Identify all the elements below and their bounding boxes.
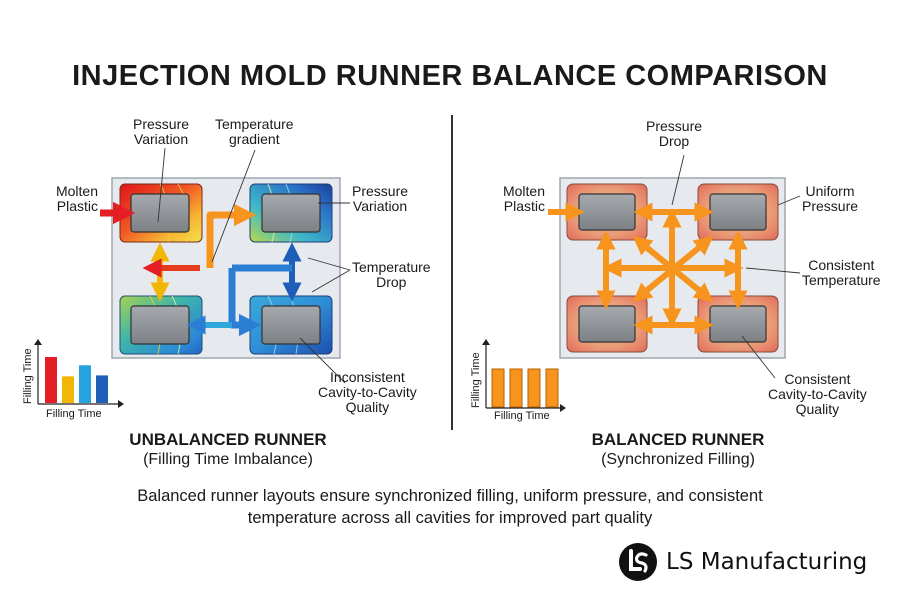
label-pressure-drop: Pressure Drop xyxy=(646,118,703,149)
caption: Balanced runner layouts ensure synchroni… xyxy=(137,487,763,527)
part-core-bottom-right xyxy=(261,305,321,345)
balanced-chart-y-arrowhead xyxy=(482,339,490,345)
balanced-bar-1 xyxy=(491,368,505,408)
unbalanced-filling-chart xyxy=(34,339,124,408)
balanced-subheading: (Synchronized Filling) xyxy=(601,451,755,468)
unbalanced-subheading: (Filling Time Imbalance) xyxy=(143,451,313,468)
balanced-chart-bars xyxy=(491,368,559,408)
unbalanced-chart-xlabel: Filling Time xyxy=(46,408,102,420)
label-temperature-drop: Temperature Drop xyxy=(352,259,431,290)
leader-lines-unbalanced xyxy=(157,147,351,384)
balanced-runner-network xyxy=(548,202,748,335)
unbalanced-mold xyxy=(100,147,351,384)
balanced-mold xyxy=(548,154,801,379)
unbalanced-chart-ylabel: Filling Time xyxy=(22,348,34,404)
brand-logo: LS Manufacturing xyxy=(618,542,867,582)
balanced-chart-ylabel: Filling Time xyxy=(470,352,482,408)
label-uniform-pressure: Uniform Pressure xyxy=(802,183,859,214)
unbalanced-heading: UNBALANCED RUNNER xyxy=(129,430,327,449)
ls-logo-icon xyxy=(619,543,657,581)
bal-part-core-top-left xyxy=(578,193,636,231)
unbalanced-chart-x-arrowhead xyxy=(118,400,124,408)
leader-lines-balanced xyxy=(671,154,801,379)
label-inconsistent-quality: Inconsistent Cavity-to-Cavity Quality xyxy=(318,369,417,415)
label-pressure-variation-top: Pressure Variation xyxy=(133,116,190,147)
unbalanced-chart-y-arrowhead xyxy=(34,339,42,345)
brand-name: LS Manufacturing xyxy=(666,549,868,575)
runner-up-right xyxy=(206,203,257,268)
unbalanced-bar-1 xyxy=(45,357,57,403)
label-molten-plastic-balanced: Molten Plastic xyxy=(502,183,545,214)
balanced-chart-xlabel: Filling Time xyxy=(494,410,550,422)
unbalanced-bar-4 xyxy=(96,375,108,403)
balanced-chart-x-arrowhead xyxy=(560,404,566,412)
bal-part-core-bottom-right xyxy=(709,305,767,343)
label-consistent-temperature: Consistent Temperature xyxy=(802,257,881,288)
balanced-bar-2 xyxy=(509,368,523,408)
balanced-heading: BALANCED RUNNER xyxy=(591,430,765,449)
unbalanced-chart-bars xyxy=(45,357,108,403)
unbalanced-bar-3 xyxy=(79,365,91,403)
panel-divider xyxy=(451,115,453,430)
page-title: INJECTION MOLD RUNNER BALANCE COMPARISON xyxy=(72,60,828,92)
balanced-bar-4 xyxy=(545,368,559,408)
label-pressure-variation-right: Pressure Variation xyxy=(352,183,409,214)
label-molten-plastic-unbalanced: Molten Plastic xyxy=(55,183,98,214)
bal-part-core-bottom-left xyxy=(578,305,636,343)
label-temperature-gradient: Temperature gradient xyxy=(215,116,294,147)
bal-part-core-top-right xyxy=(709,193,767,231)
part-core-top-right xyxy=(261,193,321,233)
balanced-filling-chart xyxy=(482,339,566,412)
label-consistent-quality: Consistent Cavity-to-Cavity Quality xyxy=(768,371,867,417)
part-core-bottom-left xyxy=(130,305,190,345)
balanced-bar-3 xyxy=(527,368,541,408)
unbalanced-bar-2 xyxy=(62,376,74,403)
